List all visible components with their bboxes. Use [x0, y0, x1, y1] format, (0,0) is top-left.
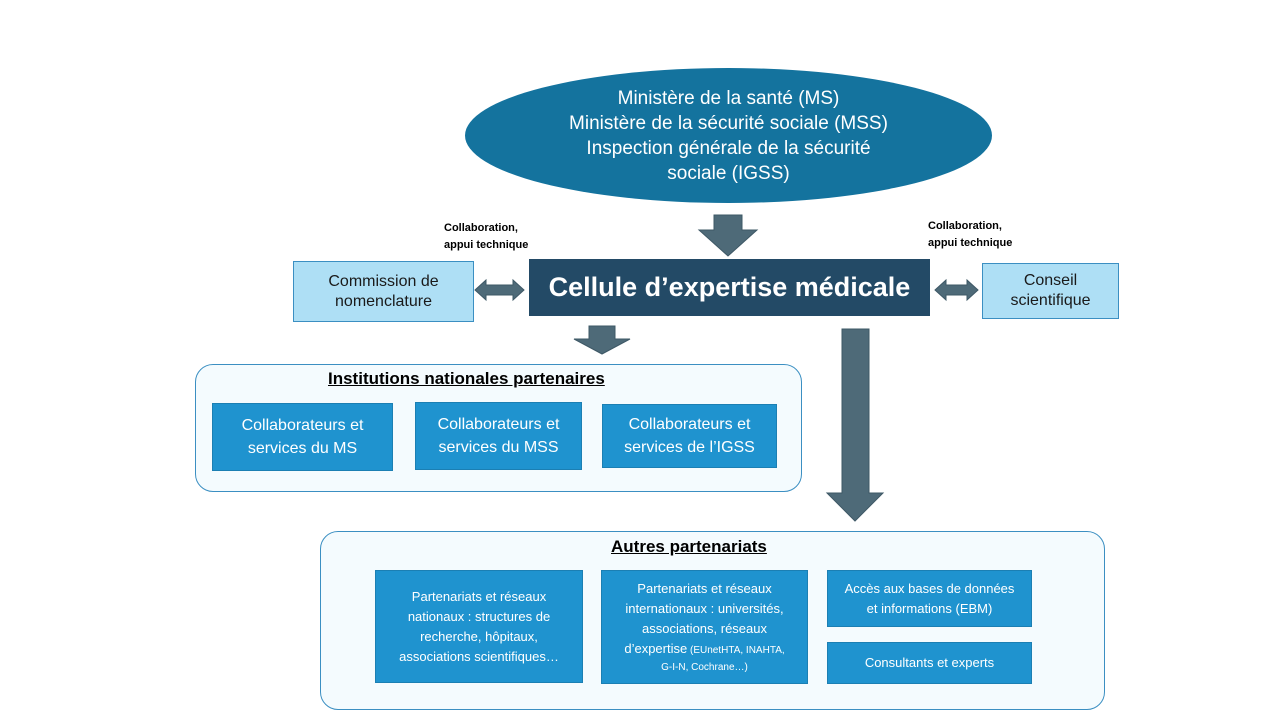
institution-mss-tile: Collaborateurs et services du MSS — [415, 402, 582, 470]
institutions-title: Institutions nationales partenaires — [328, 369, 605, 388]
autres-partenariats-title: Autres partenariats — [611, 537, 767, 556]
cellule-title: Cellule d’expertise médicale — [548, 272, 911, 302]
arrow-commission-cellule — [474, 278, 525, 302]
institution-ms-tile: Collaborateurs et services du MS — [212, 403, 393, 471]
ministry-mss: Ministère de la sécurité sociale (MSS) — [569, 112, 888, 134]
consultants-experts-tile: Consultants et experts — [827, 642, 1032, 684]
partenariats-internationaux-tile: Partenariats et réseaux internationaux :… — [601, 570, 808, 684]
ministry-igss-line2: sociale (IGSS) — [667, 162, 790, 184]
cellule-expertise-box: Cellule d’expertise médicale — [529, 259, 930, 316]
collaboration-note-right: Collaboration, appui technique — [928, 220, 1013, 249]
arrow-cellule-to-autres — [825, 328, 885, 522]
conseil-scientifique-box: Conseil scientifique — [982, 263, 1119, 319]
partenariats-nationaux-tile: Partenariats et réseaux nationaux : stru… — [375, 570, 583, 683]
ministry-ms: Ministère de la santé (MS) — [617, 87, 840, 109]
acces-bases-donnees-tile: Accès aux bases de données et informatio… — [827, 570, 1032, 627]
arrow-cellule-to-institutions — [573, 325, 631, 355]
commission-nomenclature-box: Commission de nomenclature — [293, 261, 474, 322]
arrow-cellule-conseil — [934, 278, 979, 302]
arrow-ministries-to-cellule — [697, 214, 759, 257]
ministry-igss-line1: Inspection générale de la sécurité — [586, 137, 871, 159]
ministries-ellipse: Ministère de la santé (MS) Ministère de … — [465, 68, 992, 203]
institution-igss-tile: Collaborateurs et services de l’IGSS — [602, 404, 777, 468]
collaboration-note-left: Collaboration, appui technique — [444, 222, 529, 251]
